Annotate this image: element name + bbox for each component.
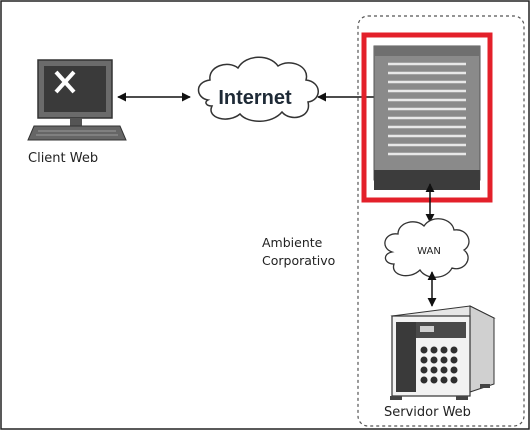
environment-label-line1: Ambiente [262,235,323,250]
wan-cloud-icon [384,218,470,278]
tower-server-icon [390,305,496,400]
client-web-label: Client Web [28,151,99,166]
corporate-boundary [357,15,525,427]
environment-label-line2: Corporativo [262,253,336,268]
corporate-environment-label: Ambiente Corporativo [262,234,335,270]
wan-label: WAN [417,246,441,257]
web-server-label: Servidor Web [384,405,471,420]
internet-label: Internet [218,87,292,109]
rack-server-icon [373,45,481,190]
cloud-icon [197,56,319,122]
computer-icon [27,59,127,141]
